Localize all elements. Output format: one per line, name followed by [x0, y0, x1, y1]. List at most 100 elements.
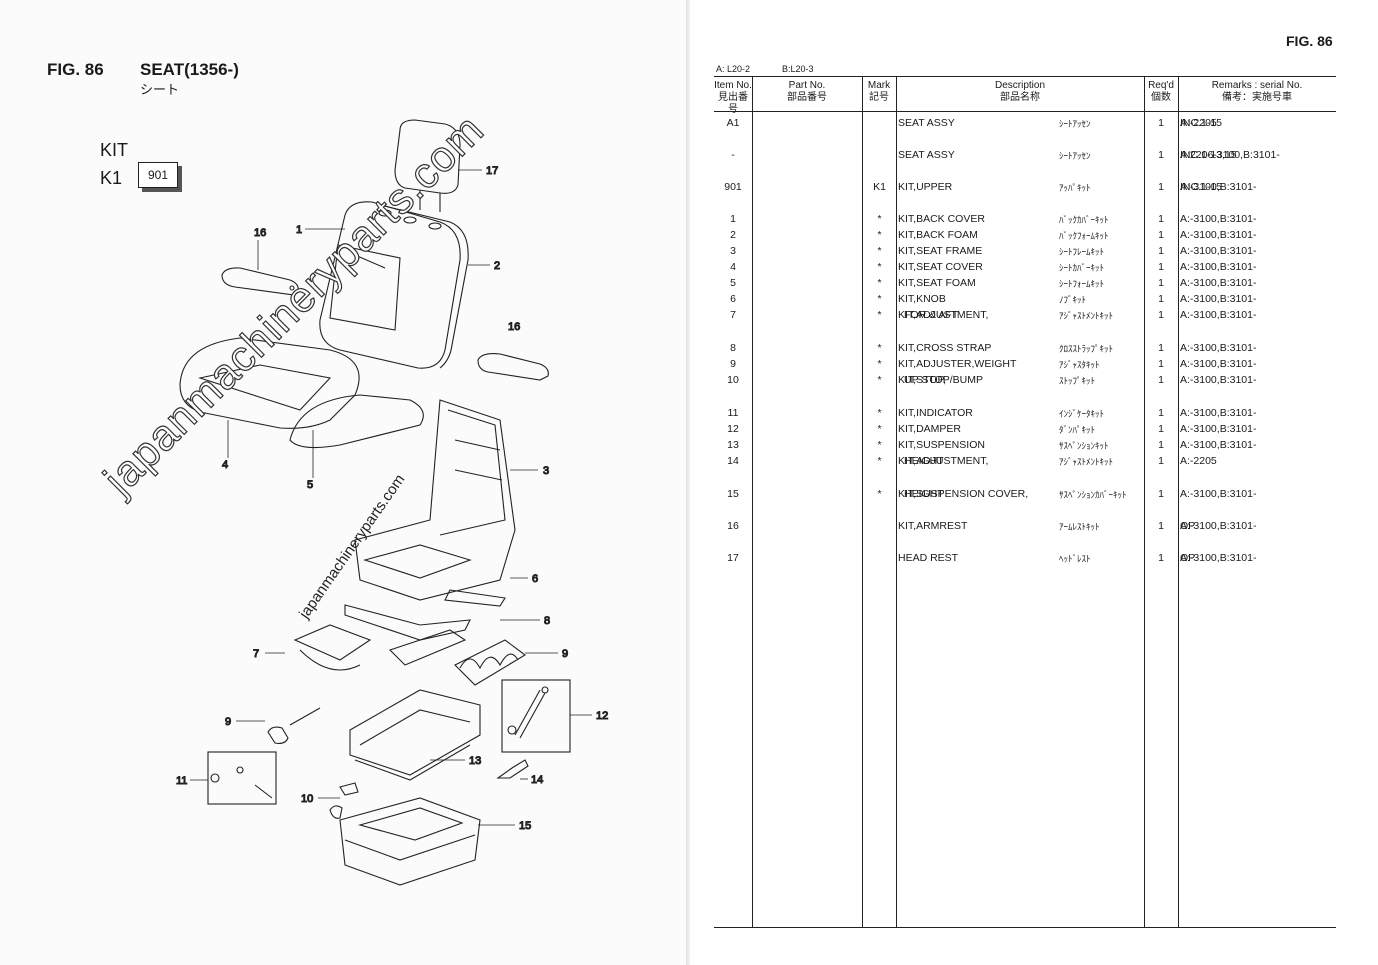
callout-12: 12 — [596, 710, 608, 722]
row-item-no: 4 — [730, 261, 736, 273]
row-description-jp: ｻｽﾍﾟﾝｼｮﾝｶﾊﾞｰｷｯﾄ — [1059, 490, 1127, 500]
row-description-jp: ｼｰﾄﾌｫｰﾑｷｯﾄ — [1059, 279, 1105, 289]
row-remarks: A:-3100,B:3101- — [1180, 358, 1257, 370]
fore-aft-rail-part — [293, 624, 372, 671]
callout-7: 7 — [253, 648, 259, 660]
row-mark: * — [877, 358, 882, 370]
row-item-no: 11 — [727, 407, 739, 419]
row-item-no: A1 — [726, 117, 740, 129]
row-item-no: 14 — [727, 455, 739, 467]
callout-17: 17 — [486, 165, 498, 177]
cross-strap-part — [344, 589, 506, 666]
row-mark: * — [877, 229, 882, 241]
row-description-jp: ﾉﾌﾞｷｯﾄ — [1059, 295, 1087, 305]
seat-frame-part — [354, 399, 516, 601]
callout-1: 1 — [296, 224, 302, 236]
model-ref-b: B:L20-3 — [782, 64, 814, 74]
row-quantity: 1 — [1158, 261, 1164, 273]
row-description-jp: ﾊﾞｯｸﾌｫｰﾑｷｯﾄ — [1059, 231, 1109, 241]
row-remarks: A:-2205 — [1180, 455, 1217, 467]
row-remarks: A:-3100,B:3101- — [1180, 439, 1257, 451]
row-description: KIT,BACK COVER — [898, 213, 985, 225]
suspension-cover-part — [339, 797, 481, 886]
indicator-part — [207, 751, 277, 805]
row-quantity: 1 — [1158, 149, 1164, 161]
row-description: KIT,ADJUSTMENT,HEIGHT — [898, 455, 989, 467]
row-description: HEAD REST — [898, 552, 959, 564]
row-description: KIT,ADJUSTMENT,FOR & AFT — [898, 309, 989, 321]
row-quantity: 1 — [1158, 552, 1164, 564]
kit-code: K1 — [100, 168, 123, 188]
row-remarks: A:-3100,B:3101-OP — [1180, 520, 1257, 532]
backrest-part — [319, 201, 469, 369]
row-description: KIT,SUSPENSION COVER,HEIGHT — [898, 488, 1029, 500]
row-description-jp: ｸﾛｽｽﾄﾗｯﾌﾟｷｯﾄ — [1059, 344, 1114, 354]
row-quantity: 1 — [1158, 309, 1164, 321]
row-description: KIT,INDICATOR — [898, 407, 973, 419]
row-mark: * — [877, 245, 882, 257]
row-remarks: A:-3100,B:3101- — [1180, 374, 1257, 386]
row-quantity: 1 — [1158, 229, 1164, 241]
row-quantity: 1 — [1158, 117, 1164, 129]
callout-16b: 16 — [508, 321, 520, 333]
figure-label-right: FIG. 86 — [1286, 33, 1333, 49]
damper-part — [501, 679, 571, 753]
row-remarks: A:-3100,B:3101- — [1180, 407, 1257, 419]
suspension-part — [349, 689, 481, 781]
model-ref-a: A: L20-2 — [716, 64, 751, 74]
row-item-no: 17 — [727, 552, 739, 564]
row-mark: * — [877, 423, 882, 435]
row-description: KIT,SEAT COVER — [898, 261, 983, 273]
row-remarks: A:-3100,B:3101- — [1180, 293, 1257, 305]
row-item-no: 13 — [727, 439, 739, 451]
row-description: KIT,STOP,UP STOP/BUMP — [898, 374, 983, 386]
row-description: KIT,KNOB — [898, 293, 946, 305]
row-remarks: A:-3100,B:3101- — [1180, 309, 1257, 321]
callout-15: 15 — [519, 820, 531, 832]
row-remarks: A:2206-3100,B:3101-INC.1-13,15 — [1180, 149, 1280, 161]
row-item-no: 2 — [730, 229, 736, 241]
row-description: KIT,SEAT FRAME — [898, 245, 983, 257]
row-description: KIT,SEAT FOAM — [898, 277, 976, 289]
row-remarks: A:-3100,B:3101- — [1180, 245, 1257, 257]
kit-number-box: 901 — [138, 162, 178, 188]
row-quantity: 1 — [1158, 181, 1164, 193]
row-mark: * — [877, 293, 882, 305]
row-description-jp: ｼｰﾄｱｯｾﾝ — [1059, 119, 1091, 129]
stop-bump-part — [329, 782, 359, 819]
row-remarks: A:-3100,B:3101- — [1180, 213, 1257, 225]
header-remarks: Remarks : serial No.備考：実施号車 — [1211, 80, 1303, 103]
row-quantity: 1 — [1158, 213, 1164, 225]
row-description-jp: ｼｰﾄｱｯｾﾝ — [1059, 151, 1091, 161]
row-quantity: 1 — [1158, 374, 1164, 386]
row-item-no: 15 — [727, 488, 739, 500]
row-mark: * — [877, 261, 882, 273]
headrest-part — [394, 119, 461, 212]
row-description: KIT,BACK FOAM — [898, 229, 978, 241]
row-description-jp: ｱｼﾞｬｽﾄﾒﾝﾄｷｯﾄ — [1059, 457, 1114, 467]
row-description-jp: ｻｽﾍﾟﾝｼｮﾝｷｯﾄ — [1059, 441, 1109, 451]
row-quantity: 1 — [1158, 455, 1164, 467]
callout-10: 10 — [301, 793, 313, 805]
row-mark: * — [877, 213, 882, 225]
row-quantity: 1 — [1158, 277, 1164, 289]
row-description-jp: ｲﾝｼﾞｹｰﾀｷｯﾄ — [1059, 409, 1105, 419]
row-remarks: A:-3100,B:3101- — [1180, 488, 1257, 500]
callout-6: 6 — [532, 573, 538, 585]
row-item-no: - — [731, 149, 735, 161]
callout-8: 8 — [544, 615, 550, 627]
row-mark: K1 — [873, 181, 886, 193]
row-mark: * — [877, 407, 882, 419]
row-item-no: 8 — [730, 342, 736, 354]
row-item-no: 5 — [730, 277, 736, 289]
row-quantity: 1 — [1158, 520, 1164, 532]
left-page-diagram: FIG. 86 SEAT(1356-) シート KIT K1 901 — [47, 60, 609, 886]
kit-label: KIT — [100, 140, 129, 160]
row-description-jp: ﾊﾞｯｸｶﾊﾞｰｷｯﾄ — [1059, 215, 1109, 225]
row-description-jp: ｼｰﾄﾌﾚｰﾑｷｯﾄ — [1059, 247, 1105, 257]
callout-9b: 9 — [225, 716, 231, 728]
figure-label-left: FIG. 86 — [47, 60, 104, 79]
header-item-no: Item No.見出番号 — [714, 80, 752, 115]
row-remarks: A:-3100,B:3101-OP — [1180, 552, 1257, 564]
